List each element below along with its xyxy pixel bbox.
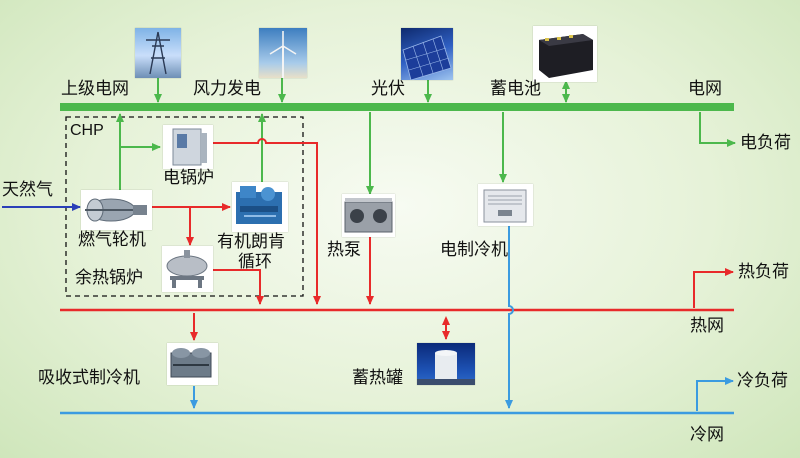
heat-pump-photo [342,194,395,237]
electric-boiler-label: 电锅炉 [163,168,214,188]
pv-label: 光伏 [371,79,405,99]
electric-chiller-photo [478,184,533,226]
orc-unit-photo [232,182,288,232]
gas-turbine-photo [81,190,152,230]
waste-heat-boiler-label: 余热锅炉 [75,268,143,288]
wind-power-label: 风力发电 [193,79,261,99]
heat-pump-label: 热泵 [327,240,361,260]
orc-label-line2: 循环 [238,252,272,272]
electric-chiller-label: 电制冷机 [440,240,508,260]
wind-turbine-photo [259,28,307,78]
heat-storage-tank-photo [417,343,475,385]
upper-grid-tower-photo [135,28,181,78]
pv-panel-photo [401,28,453,81]
waste-heat-boiler-photo [162,246,213,292]
chp-label: CHP [70,122,104,139]
cold-network-label: 冷网 [690,425,724,445]
battery-photo [533,26,597,82]
absorption-chiller-label: 吸收式制冷机 [38,368,140,388]
electric-load-label: 电负荷 [740,133,791,153]
power-grid-label: 电网 [688,79,722,99]
electric-boiler-photo [163,125,213,169]
heat-storage-label: 蓄热罐 [352,368,403,388]
heat-load-label: 热负荷 [738,262,789,282]
heat-network-label: 热网 [690,316,724,336]
natural-gas-label: 天然气 [2,180,53,200]
gas-turbine-label: 燃气轮机 [78,230,146,250]
orc-label-line1: 有机朗肯 [217,232,285,252]
absorption-chiller-photo [167,343,218,385]
battery-label: 蓄电池 [490,79,541,99]
upper-grid-label: 上级电网 [61,79,129,99]
cold-load-label: 冷负荷 [737,371,788,391]
